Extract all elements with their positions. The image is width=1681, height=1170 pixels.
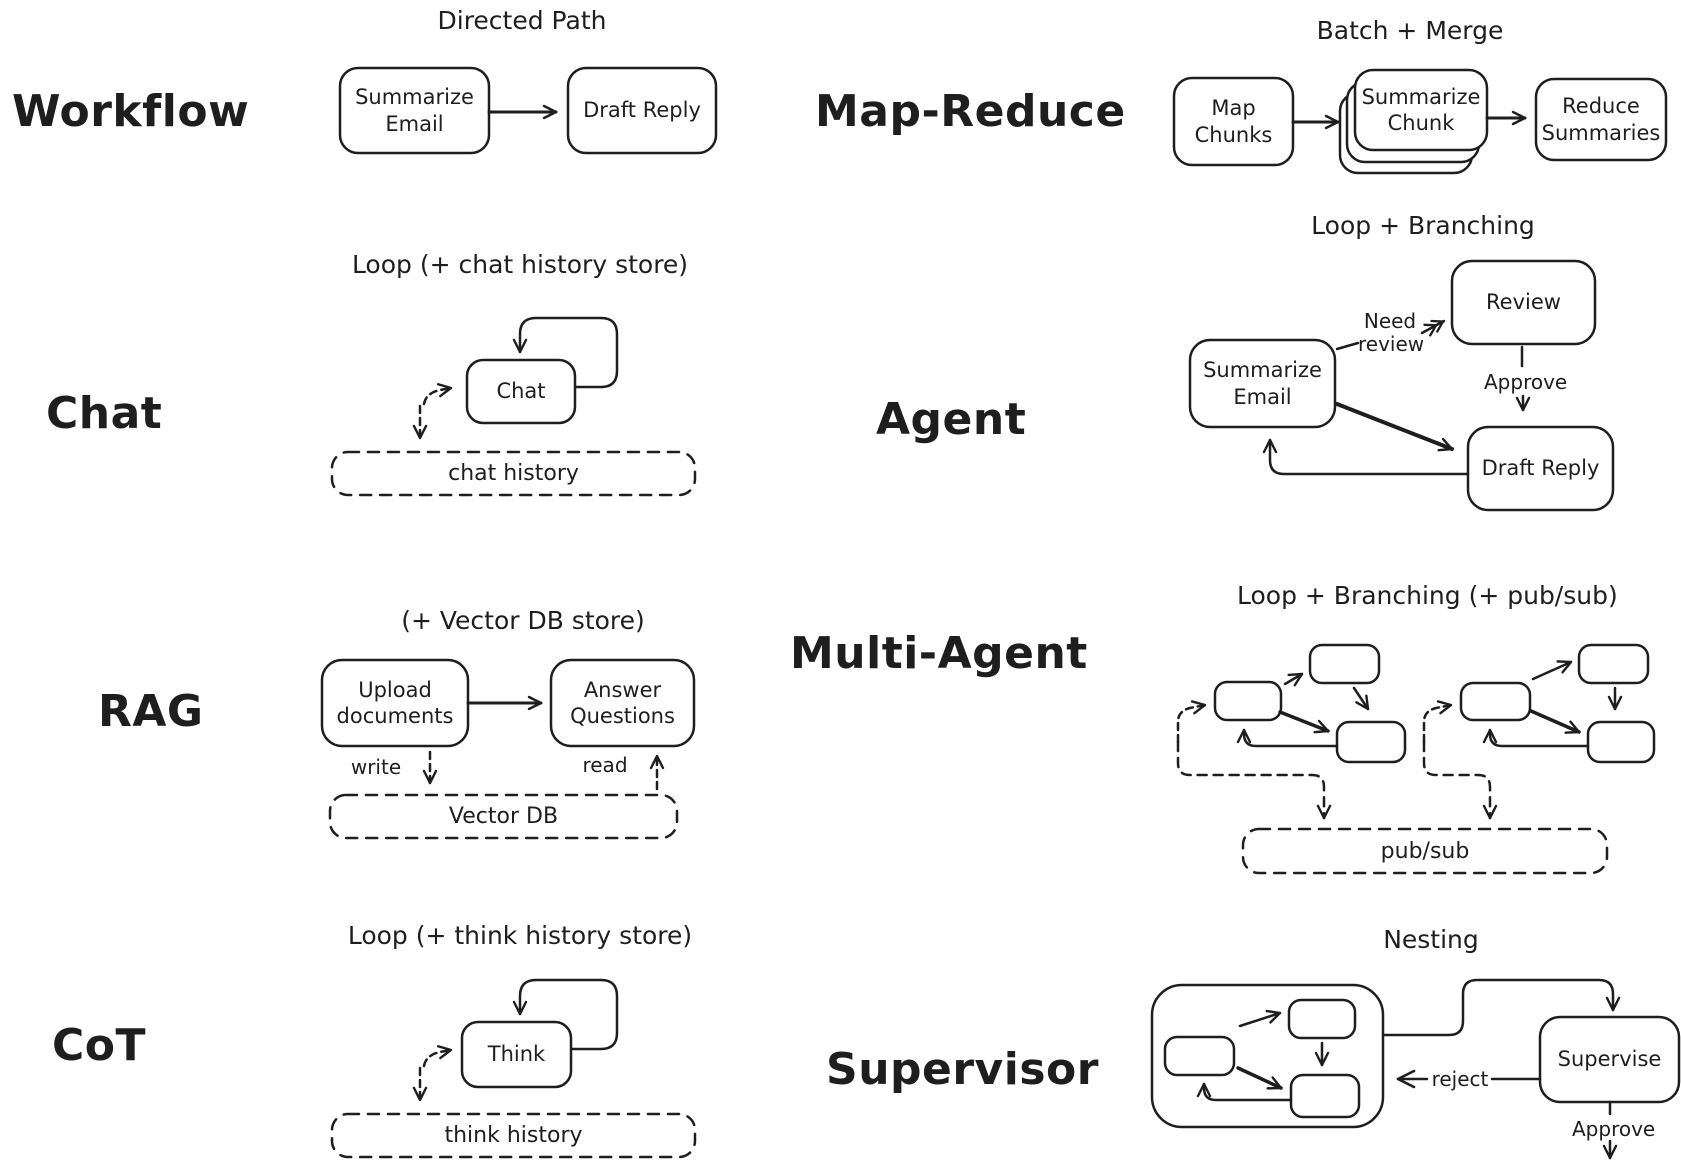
workflow-diagram <box>338 66 718 155</box>
supervisor-inner-arrow-ab <box>1238 1009 1282 1028</box>
workflow-draft-reply-box <box>566 66 718 155</box>
supervisor-reject-label: reject <box>1431 1067 1489 1091</box>
agent-title: Loop + Branching <box>1311 211 1535 240</box>
cot-title: Loop (+ think history store) <box>347 921 693 950</box>
multi-agent-right-loop <box>1482 728 1590 748</box>
cot-store-in-arrow <box>422 1045 453 1068</box>
rag-answer-questions-text: Answer Questions <box>570 677 675 728</box>
multi-agent-right-arrow-ac <box>1529 709 1581 734</box>
multi-agent-left-loop <box>1236 728 1339 748</box>
multi-agent-right-node-a <box>1459 681 1532 722</box>
chat-box <box>465 358 577 425</box>
multi-agent-right-node-c <box>1586 720 1656 764</box>
multi-agent-left-node-b <box>1308 643 1381 685</box>
think-node-text: Think <box>487 1042 546 1067</box>
rag-read-label: read <box>582 753 628 777</box>
multi-agent-label: Multi-Agent <box>790 628 1088 679</box>
agent-approve-label: Approve <box>1484 370 1568 394</box>
reduce-summaries-text: Reduce Summaries <box>1541 94 1661 145</box>
chat-title: Loop (+ chat history store) <box>351 250 689 279</box>
chat-history-store-box <box>330 450 697 497</box>
map-reduce-title: Batch + Merge <box>1316 16 1504 45</box>
cot-label: CoT <box>52 1020 147 1071</box>
vector-db-store-text: Vector DB <box>448 804 559 829</box>
map-reduce-label: Map-Reduce <box>815 86 1126 137</box>
rag-title: (+ Vector DB store) <box>401 606 645 635</box>
rag-diagram <box>320 658 696 840</box>
multi-agent-right-node-b <box>1577 643 1650 685</box>
rag-label: RAG <box>98 686 204 737</box>
multi-agent-left-node-a <box>1213 680 1283 722</box>
think-history-store-text: think history <box>444 1123 583 1148</box>
supervisor-label: Supervisor <box>826 1044 1099 1095</box>
rag-answer-questions-box <box>549 658 696 748</box>
supervisor-inner-arrow-ac <box>1236 1066 1283 1090</box>
multi-agent-right-pubsub-arrow <box>1422 740 1498 820</box>
chat-history-store-text: chat history <box>448 461 579 486</box>
supervise-node-text: Supervise <box>1557 1047 1662 1072</box>
supervisor-inner-loop <box>1196 1082 1293 1102</box>
agent-draft-reply-box <box>1466 425 1615 512</box>
workflow-label: Workflow <box>12 86 250 137</box>
multi-agent-right-arrow-ab <box>1531 660 1573 681</box>
agent-review-text: Review <box>1486 290 1561 315</box>
multi-agent-left-pubsub-arrow <box>1176 740 1332 820</box>
pub-sub-store-text: pub/sub <box>1380 838 1470 864</box>
multi-agent-left-arrow-bc <box>1352 686 1370 711</box>
chat-diagram <box>330 316 697 497</box>
multi-agent-left-arrow-ab <box>1283 672 1304 687</box>
agent-need-review-arrow <box>1420 319 1446 337</box>
multi-agent-left-node-c <box>1335 720 1407 764</box>
supervisor-approve-label: Approve <box>1572 1117 1656 1141</box>
summarize-chunk-box <box>1353 68 1489 152</box>
workflow-summarize-email-text: Summarize Email <box>355 85 474 136</box>
supervisor-diagram <box>1150 978 1681 1160</box>
supervisor-inner-node-b <box>1287 998 1357 1040</box>
agent-review-box <box>1450 259 1597 346</box>
cot-diagram <box>330 978 697 1159</box>
summarize-chunk-text: Summarize Chunk <box>1361 84 1481 135</box>
rag-write-label: write <box>350 755 402 779</box>
chat-self-loop <box>512 316 619 389</box>
agent-need-review-label: Need review <box>1358 309 1425 356</box>
workflow-title: Directed Path <box>437 6 607 35</box>
map-reduce-diagram <box>1172 68 1668 175</box>
chat-label: Chat <box>46 388 163 439</box>
agent-summarize-email-box <box>1188 338 1337 429</box>
vector-db-store-box <box>328 793 679 840</box>
supervisor-inner-node-a <box>1163 1035 1236 1077</box>
think-history-store-box <box>330 1112 697 1159</box>
multi-agent-right-in-arrow <box>1422 700 1453 744</box>
supervisor-inner-node-c <box>1289 1073 1361 1119</box>
cot-self-loop <box>512 978 619 1051</box>
agent-need-review-tick <box>1335 341 1360 351</box>
chat-store-in-arrow <box>422 383 453 406</box>
think-box <box>460 1020 573 1089</box>
chat-node-text: Chat <box>496 379 546 404</box>
agent-feedback-loop <box>1262 438 1470 476</box>
pub-sub-store-box <box>1241 827 1609 875</box>
agent-summarize-to-draft-arrow <box>1335 402 1454 452</box>
multi-agent-left-in-arrow <box>1176 700 1207 744</box>
supervisor-connector <box>1381 978 1621 1037</box>
workflow-draft-reply-text: Draft Reply <box>583 98 701 123</box>
multi-agent-diagram <box>1176 643 1656 875</box>
agent-diagram <box>1188 259 1615 512</box>
rag-upload-documents-text: Upload documents <box>336 677 454 728</box>
agent-label: Agent <box>876 394 1027 445</box>
map-chunks-text: Map Chunks <box>1194 96 1273 147</box>
reduce-summaries-box <box>1534 77 1668 162</box>
multi-agent-title: Loop + Branching (+ pub/sub) <box>1237 581 1618 610</box>
agent-summarize-email-text: Summarize Email <box>1203 358 1322 409</box>
multi-agent-left-arrow-ac <box>1278 710 1330 734</box>
agent-draft-reply-text: Draft Reply <box>1481 456 1600 481</box>
nesting-title: Nesting <box>1383 925 1479 954</box>
